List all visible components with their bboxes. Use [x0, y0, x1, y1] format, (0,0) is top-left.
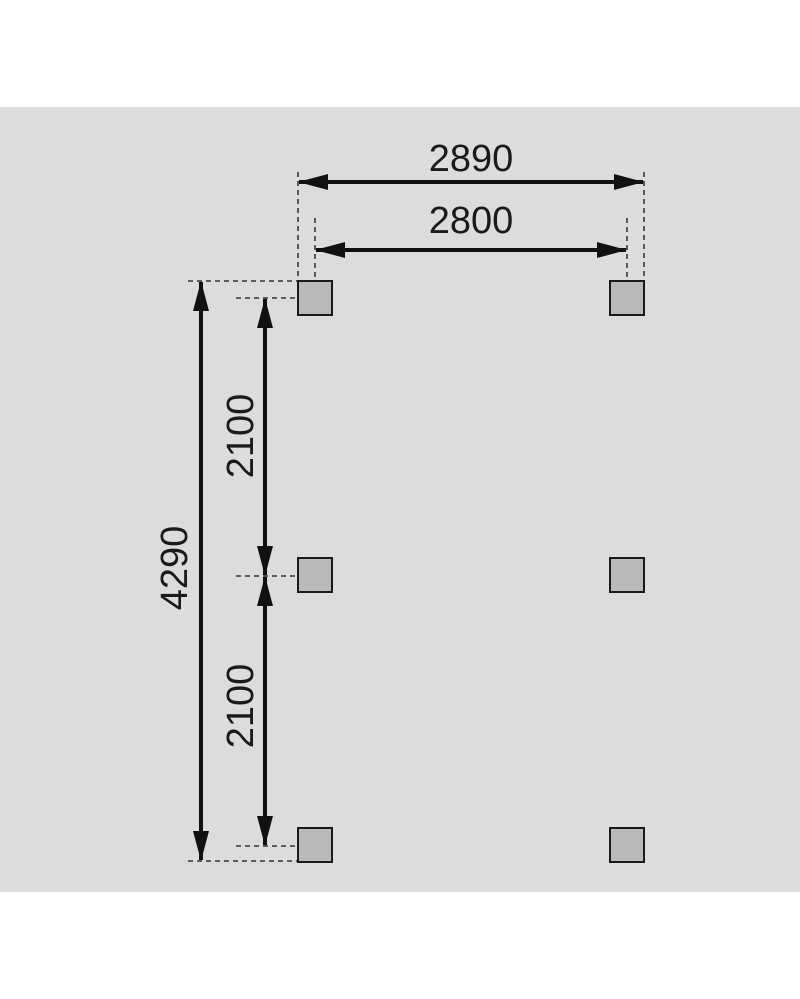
post-bottom-left [297, 827, 333, 863]
post-middle-right [609, 557, 645, 593]
post-top-right [609, 280, 645, 316]
dim-label-span-lower: 2100 [220, 664, 262, 749]
post-middle-left [297, 557, 333, 593]
posts [297, 280, 645, 863]
drawing-background [0, 107, 800, 892]
post-bottom-right [609, 827, 645, 863]
post-top-left [297, 280, 333, 316]
dim-label-outer-width: 2890 [429, 138, 514, 180]
dim-label-span-upper: 2100 [220, 394, 262, 479]
dim-label-inner-width: 2800 [429, 200, 514, 242]
dim-label-outer-length: 4290 [154, 526, 196, 611]
